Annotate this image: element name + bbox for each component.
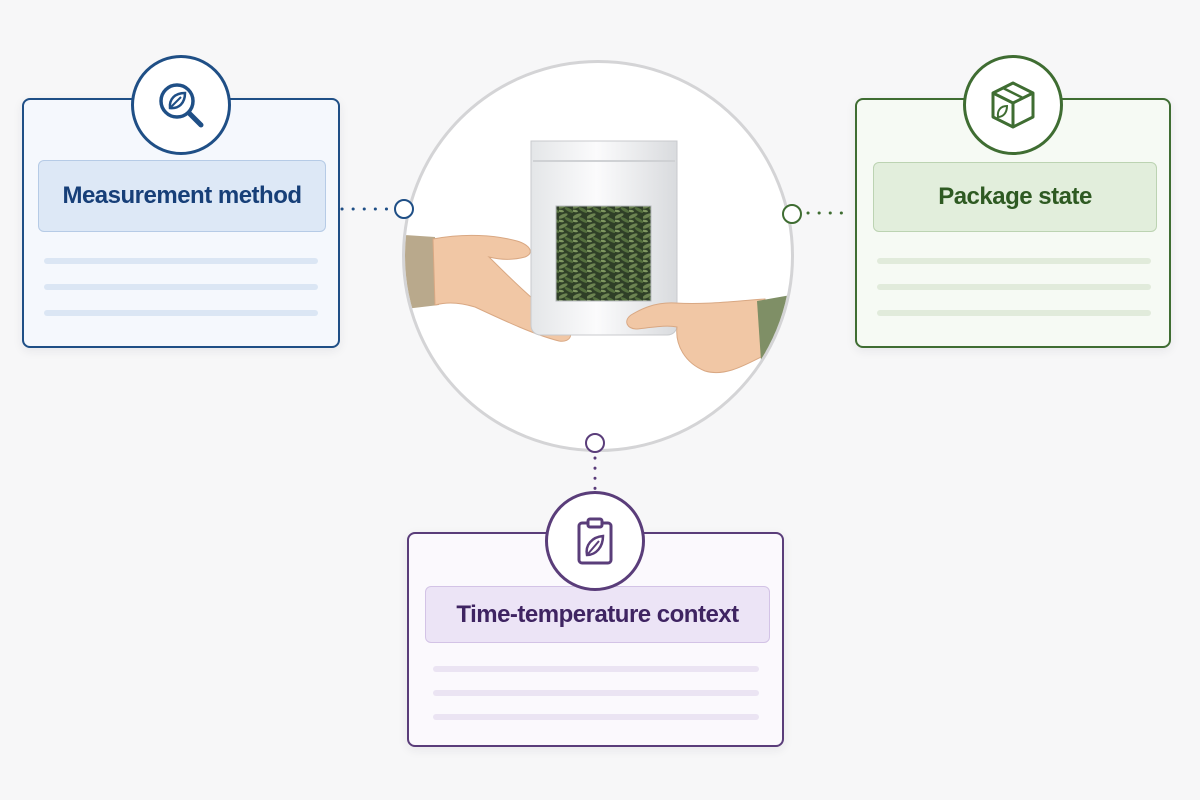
connector-node-bottom bbox=[585, 433, 605, 453]
placeholder-line bbox=[433, 666, 759, 672]
time-temperature-label: Time-temperature context bbox=[425, 586, 770, 643]
placeholder-line bbox=[44, 258, 318, 264]
placeholder-line bbox=[44, 310, 318, 316]
placeholder-line bbox=[44, 284, 318, 290]
box-leaf-icon bbox=[963, 55, 1063, 155]
tea-pouch-exchange-image bbox=[405, 140, 791, 374]
connector-bottom bbox=[593, 456, 597, 494]
connector-node-right bbox=[782, 204, 802, 224]
measurement-method-card: Measurement method bbox=[22, 98, 340, 348]
magnifier-leaf-icon bbox=[131, 55, 231, 155]
placeholder-line bbox=[433, 714, 759, 720]
center-illustration bbox=[402, 60, 794, 452]
package-state-card: Package state bbox=[855, 98, 1171, 348]
placeholder-line bbox=[877, 258, 1151, 264]
package-state-label: Package state bbox=[873, 162, 1157, 232]
placeholder-line bbox=[877, 310, 1151, 316]
connector-right bbox=[806, 211, 854, 215]
placeholder-line bbox=[877, 284, 1151, 290]
measurement-method-label: Measurement method bbox=[38, 160, 326, 232]
connector-left bbox=[340, 207, 396, 211]
clipboard-leaf-icon bbox=[545, 491, 645, 591]
connector-node-left bbox=[394, 199, 414, 219]
placeholder-line bbox=[433, 690, 759, 696]
